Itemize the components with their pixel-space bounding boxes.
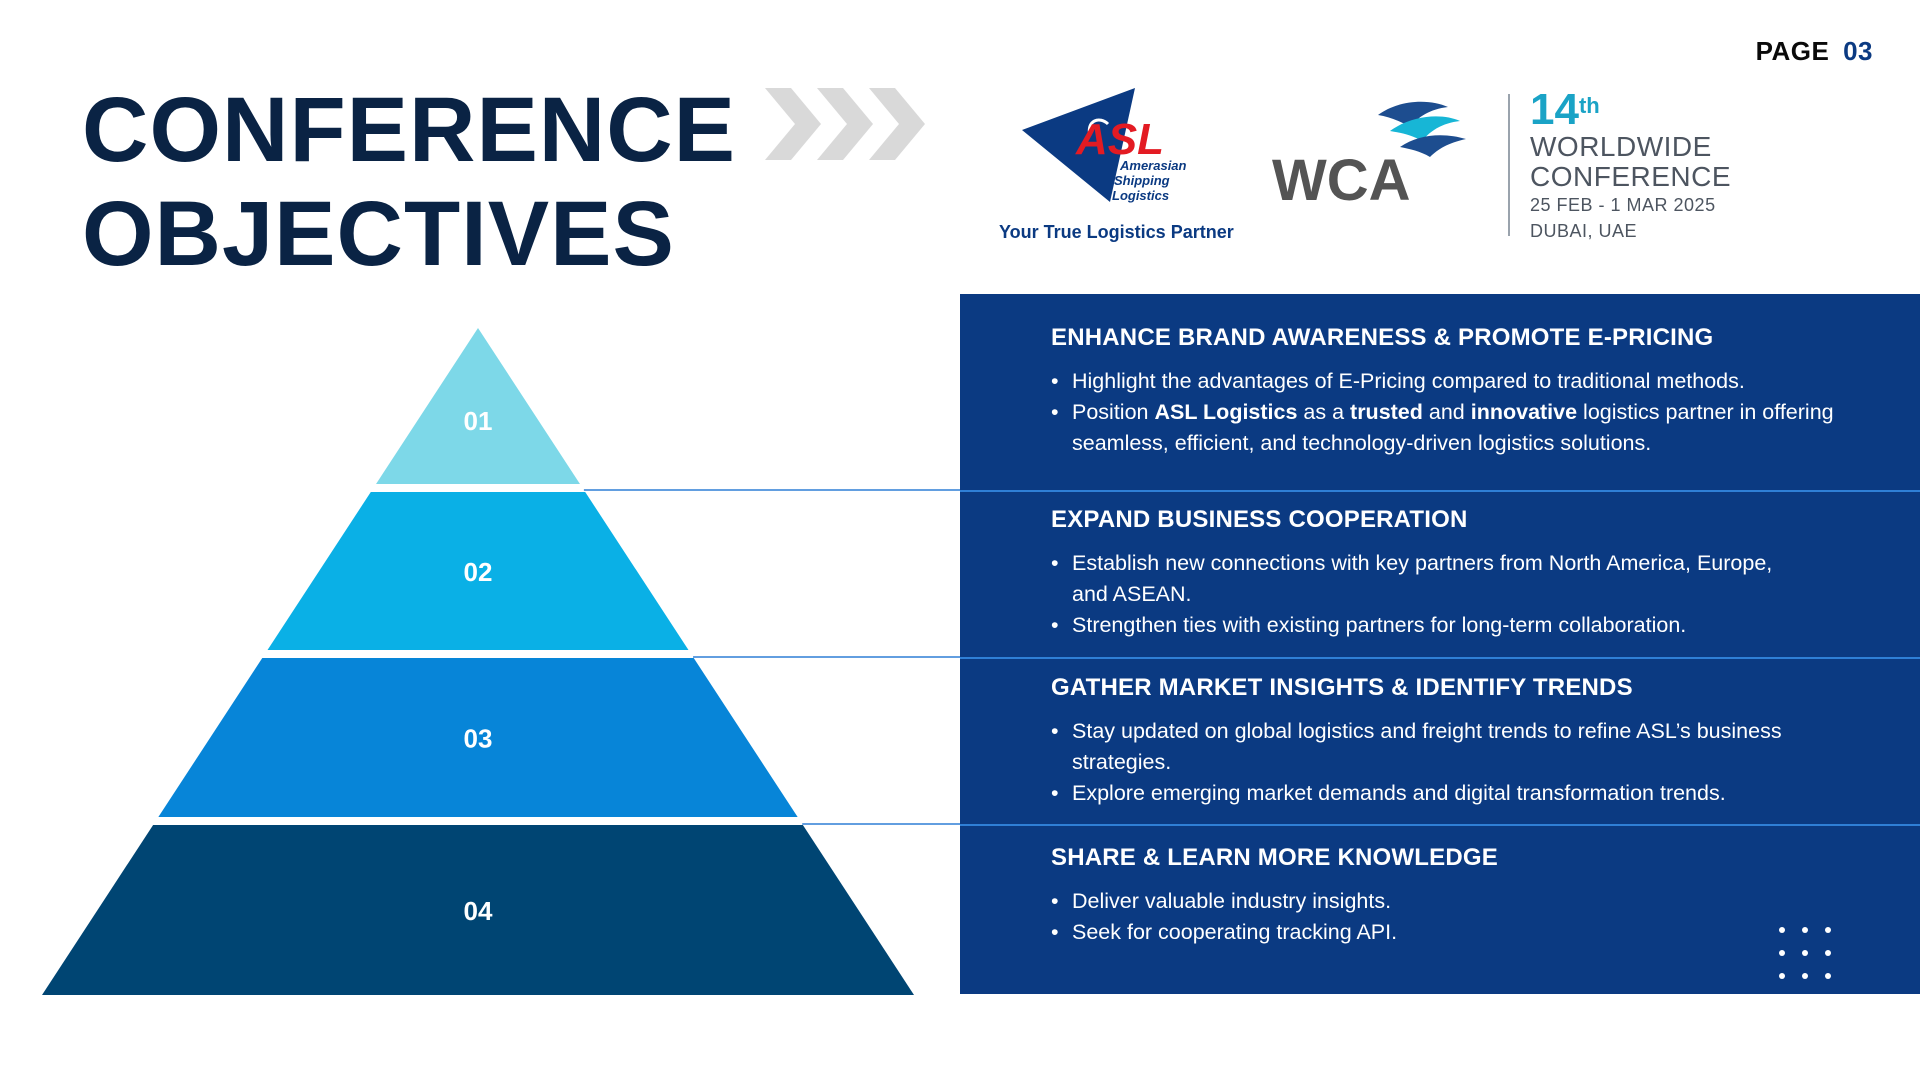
asl-tagline: Your True Logistics Partner [999, 222, 1234, 242]
bullet-item: Stay updated on global logistics and fre… [1051, 716, 1811, 778]
objective-3: GATHER MARKET INSIGHTS & IDENTIFY TRENDS… [1051, 674, 1811, 809]
bullet-item: Position ASL Logistics as a trusted and … [1051, 397, 1871, 459]
edition-number: 14 [1530, 85, 1579, 134]
conference-edition: 14th [1530, 88, 1731, 132]
panel-divider-2 [960, 657, 1920, 659]
conference-line-1: WORLDWIDE [1530, 131, 1712, 162]
objective-bullets: Establish new connections with key partn… [1051, 548, 1811, 641]
title-line-2: OBJECTIVES [82, 183, 675, 285]
emphasis-innovative: innovative [1470, 400, 1578, 424]
pyramid-label-03: 03 [464, 724, 493, 754]
bullet-item: Highlight the advantages of E-Pricing co… [1051, 366, 1871, 397]
page-number: PAGE 03 [1756, 36, 1873, 67]
asl-mark: ASL [1075, 115, 1164, 164]
asl-triangle-mark [1022, 88, 1135, 202]
bullet-item: Establish new connections with key partn… [1051, 548, 1811, 610]
title-line-1: CONFERENCE [82, 79, 737, 181]
pyramid-label-04: 04 [464, 896, 493, 926]
bullet-item: Explore emerging market demands and digi… [1051, 778, 1811, 809]
wca-wings-icon [1378, 101, 1466, 157]
objective-1: ENHANCE BRAND AWARENESS & PROMOTE E-PRIC… [1051, 324, 1871, 459]
objective-bullets: Deliver valuable industry insights. Seek… [1051, 886, 1811, 948]
objective-heading: ENHANCE BRAND AWARENESS & PROMOTE E-PRIC… [1051, 324, 1714, 351]
wca-mark: WCA [1272, 148, 1411, 210]
pyramid-label-01: 01 [464, 406, 493, 436]
pyramid-tier-04 [42, 825, 914, 995]
page-title: CONFERENCE OBJECTIVES [82, 78, 736, 286]
objective-bullets: Stay updated on global logistics and fre… [1051, 716, 1811, 809]
conference-line-2: CONFERENCE [1530, 161, 1732, 192]
pyramid-tier-01 [376, 328, 580, 484]
panel-divider-3 [960, 824, 1920, 826]
asl-name-line-2: Shipping [1114, 173, 1170, 188]
objectives-pyramid: 01 02 03 04 [42, 328, 960, 995]
pyramid-label-02: 02 [464, 557, 493, 587]
objective-heading: EXPAND BUSINESS COOPERATION [1051, 506, 1468, 533]
conference-dates: 25 FEB - 1 MAR 2025 [1530, 195, 1716, 215]
asl-name-line-1: Amerasian [1119, 158, 1187, 173]
wca-logo: WCA [1272, 101, 1466, 210]
bullet-item: Seek for cooperating tracking API. [1051, 917, 1811, 948]
asl-logo: ASL Amerasian Shipping Logistics [1022, 88, 1187, 203]
objective-heading: SHARE & LEARN MORE KNOWLEDGE [1051, 844, 1498, 871]
pyramid-tier-02 [267, 492, 689, 650]
bullet-item: Strengthen ties with existing partners f… [1051, 610, 1811, 641]
objective-bullets: Highlight the advantages of E-Pricing co… [1051, 366, 1871, 459]
chevron-arrows-icon [765, 88, 925, 160]
emphasis-trusted: trusted [1350, 400, 1423, 424]
wca-conference-info: 14th WORLDWIDE CONFERENCE 25 FEB - 1 MAR… [1530, 88, 1731, 244]
bullet-item: Deliver valuable industry insights. [1051, 886, 1811, 917]
objective-2: EXPAND BUSINESS COOPERATION Establish ne… [1051, 506, 1811, 641]
page-label: PAGE [1755, 36, 1830, 66]
asl-name-line-3: Logistics [1112, 188, 1169, 203]
pyramid-tier-03 [158, 658, 798, 817]
conference-location: DUBAI, UAE [1530, 221, 1638, 241]
page-value: 03 [1843, 36, 1873, 66]
edition-suffix: th [1578, 93, 1600, 118]
dot-grid-icon [1779, 927, 1831, 979]
objective-heading: GATHER MARKET INSIGHTS & IDENTIFY TRENDS [1051, 674, 1633, 701]
objectives-panel: ENHANCE BRAND AWARENESS & PROMOTE E-PRIC… [960, 294, 1920, 994]
panel-divider-1 [960, 490, 1920, 492]
objective-4: SHARE & LEARN MORE KNOWLEDGE Deliver val… [1051, 844, 1811, 948]
company-name: ASL Logistics [1154, 400, 1298, 424]
logo-divider [1508, 94, 1510, 236]
